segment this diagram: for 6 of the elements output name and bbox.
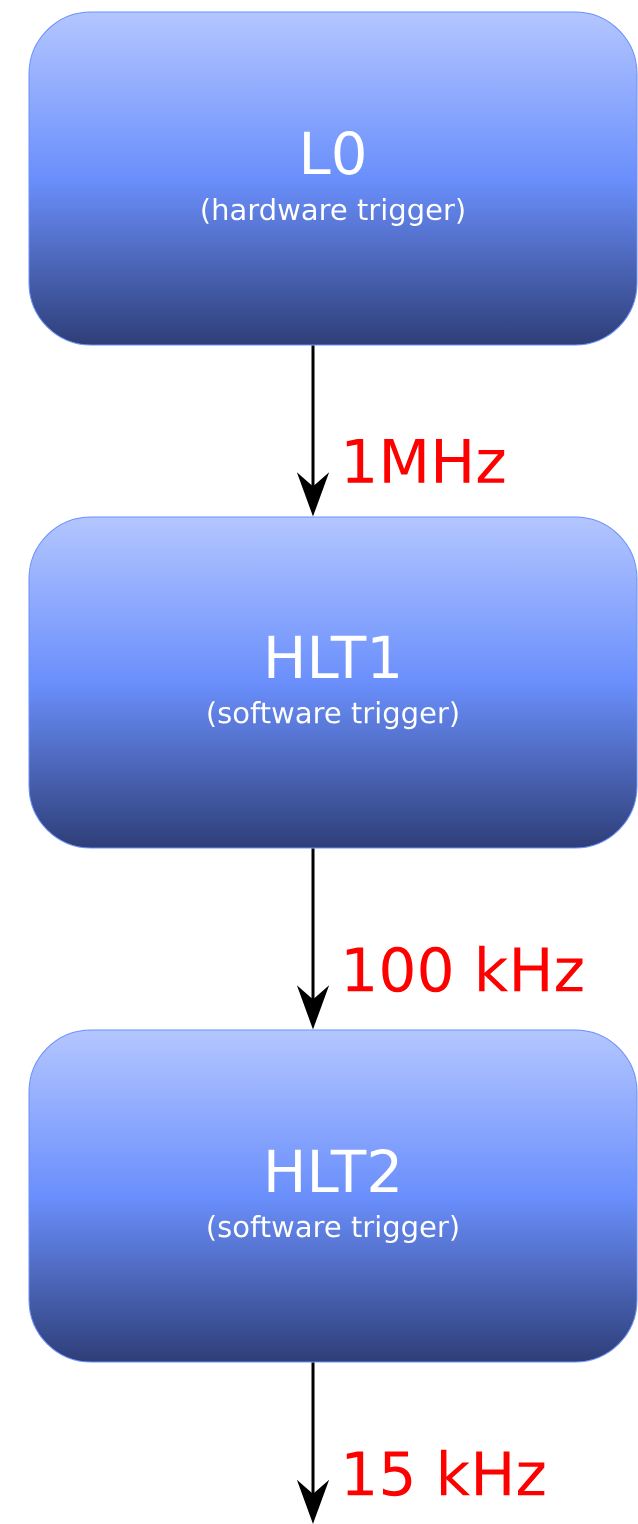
- edge-label: 1MHz: [338, 437, 509, 485]
- process-box: L0 (hardware trigger): [28, 11, 638, 346]
- edge-label: 15 kHz: [338, 1447, 549, 1499]
- process-box: HLT2 (software trigger): [28, 1029, 638, 1363]
- edge-label: 100 kHz: [338, 943, 588, 995]
- process-box: HLT1 (software trigger): [28, 516, 638, 849]
